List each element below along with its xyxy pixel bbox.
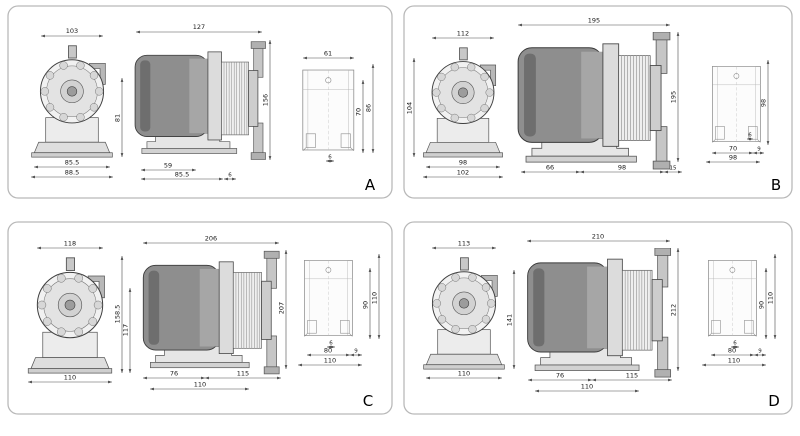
dim-label: 85.5 [175,171,189,179]
dim-label: 210 [592,233,604,241]
dim-label: 98 [729,154,737,162]
dim-label: 110 [194,381,206,389]
mounting-bracket-view [712,66,761,143]
dimension-lines [412,23,770,179]
dimension-lines [30,30,375,181]
dim-label: 113 [458,240,470,248]
dim-label: 110 [64,374,76,382]
dim-label: 88.5 [65,169,79,177]
dim-label: 110 [767,292,775,304]
dim-label: 115 [626,372,638,380]
dim-label: 15 [670,166,677,172]
dim-label: 86 [365,104,373,112]
dim-label: 9 [354,349,358,355]
panel-letter: B [771,176,781,194]
dim-label: 110 [728,357,740,365]
dim-label: 6 [748,133,752,139]
dim-label: 98 [760,99,768,107]
dim-label: 9 [757,147,761,153]
dim-label: 61 [324,50,332,58]
panel-c: 118 158.5 117 110 206 207 76 115 110 90 … [7,221,393,415]
dim-label: 6 [228,173,232,179]
dim-label: 6 [733,341,737,347]
dim-label: 110 [324,357,336,365]
dimension-lines [426,239,777,393]
dim-label: 70 [729,145,737,153]
dim-label: 102 [457,169,469,177]
dim-label: 90 [758,301,766,309]
dim-label: 81 [114,114,122,122]
panel-letter: C [363,392,373,410]
dim-label: 104 [406,102,414,114]
panel-a: 103 81 85.5 88.5 127 156 59 85.5 6 61 70… [7,5,393,199]
dim-label: 98 [459,159,467,167]
dim-label: 6 [328,155,332,161]
dim-label: 206 [205,235,217,243]
panel-d: 113 141 110 210 212 76 115 110 90 110 6 … [403,221,793,415]
mounting-bracket-view [708,260,757,337]
dim-label: 80 [728,347,736,355]
dim-label: 110 [371,292,379,304]
dimension-lines [27,241,381,391]
dim-label: 156 [262,94,270,106]
dim-label: 207 [278,302,286,314]
dim-label: 110 [458,370,470,378]
dim-label: 110 [581,383,593,391]
dim-label: 115 [237,370,249,378]
dim-label: 98 [618,164,626,172]
dim-label: 6 [329,341,333,347]
dim-label: 9 [758,349,762,355]
dim-label: 195 [588,17,600,25]
dim-label: 76 [556,372,564,380]
dim-label: 90 [362,301,370,309]
mounting-bracket-view [302,69,355,152]
dim-label: 76 [170,370,178,378]
panel-letter: D [768,392,780,410]
dim-label: 117 [122,324,130,336]
dim-label: 158.5 [114,305,122,324]
dim-label: 70 [355,108,363,116]
mounting-bracket-view [304,260,353,337]
dim-label: 112 [457,30,469,38]
dim-label: 118 [64,240,76,248]
dim-label: 141 [506,314,514,326]
dim-label: 212 [670,304,678,316]
dim-label: 80 [324,347,332,355]
dim-label: 59 [164,162,172,170]
panel-letter: A [365,176,376,194]
dim-label: 103 [66,27,78,35]
dim-label: 127 [193,23,205,31]
dim-label: 85.5 [65,159,79,167]
panel-b: 112 104 98 102 195 195 66 98 15 98 6 70 … [403,5,793,199]
dim-label: 66 [546,164,554,172]
dim-label: 195 [670,91,678,103]
